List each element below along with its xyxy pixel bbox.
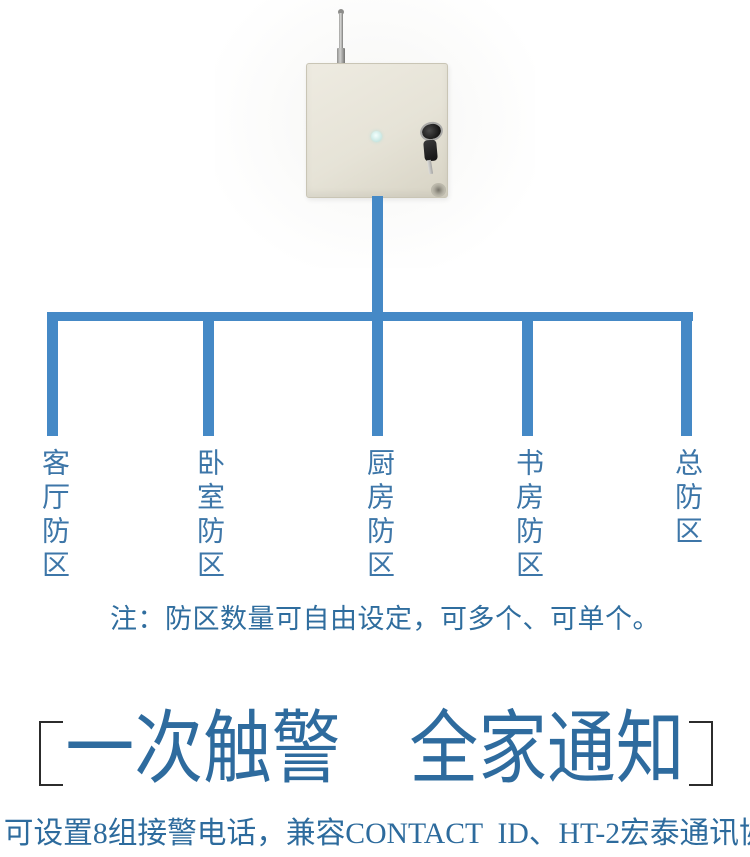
headline: 一次触警 全家通知: [65, 706, 685, 794]
key-blade: [426, 159, 434, 175]
connector-drop-1: [47, 312, 58, 436]
connector-drop-4: [522, 312, 533, 436]
headline-right-bracket: [689, 721, 713, 786]
headline-left-bracket: [39, 721, 63, 786]
status-led: [371, 131, 382, 142]
connector-stem: [372, 196, 383, 321]
connector-drop-3: [372, 312, 383, 436]
zone-label-bedroom: 卧室防区: [193, 448, 224, 584]
antenna-base: [337, 48, 345, 64]
connector-drop-2: [203, 312, 214, 436]
key: [423, 139, 438, 162]
zone-label-living-room: 客厅防区: [38, 448, 69, 584]
antenna: [339, 13, 343, 63]
zone-label-study: 书房防区: [512, 448, 543, 584]
zone-label-master: 总防区: [671, 448, 702, 550]
antenna-tip: [338, 9, 344, 15]
zone-label-kitchen: 厨房防区: [363, 448, 394, 584]
diagram-note: 注：防区数量可自由设定，可多个、可单个。: [110, 604, 660, 634]
connector-bar: [47, 312, 693, 321]
alarm-control-box: [306, 63, 448, 198]
brand-badge: [431, 183, 446, 197]
subheadline: 可设置8组接警电话，兼容CONTACT ID、HT-2宏泰通讯协议: [3, 817, 750, 850]
connector-drop-5: [681, 312, 692, 436]
